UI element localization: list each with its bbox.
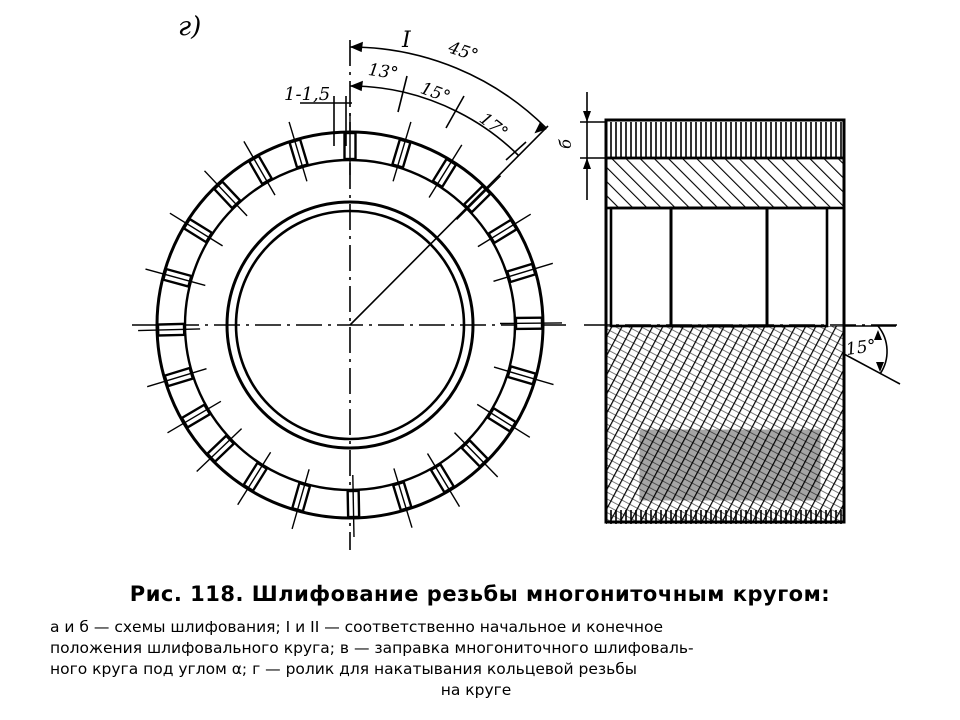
slot-axis-line: [167, 400, 222, 434]
slot-axis-line: [138, 328, 201, 332]
slot-axis-line: [196, 428, 243, 473]
bore-left-wall: [609, 206, 673, 328]
helix-arrow-top: [874, 330, 882, 340]
helix-arrow-bottom: [876, 362, 884, 372]
slot-axis-line: [145, 268, 206, 287]
slot-axis-line: [456, 175, 502, 220]
ring-teeth: [138, 113, 563, 538]
slot-axis-line: [237, 451, 272, 506]
caption-body: а и б — схемы шлифования; I и II — соотв…: [50, 617, 942, 701]
knurled-surface: [606, 326, 844, 522]
slot-axis-line: [146, 368, 207, 388]
pitch-label: 1-1,5: [284, 84, 331, 105]
slot-axis-line: [291, 469, 310, 530]
angle-leader-13: [397, 75, 408, 113]
helix-leader: [843, 353, 901, 385]
slot-axis-line: [426, 453, 461, 507]
caption-line: а и б — схемы шлифования; I и II — соотв…: [50, 618, 663, 636]
angle-a-label: 13°: [366, 60, 400, 85]
variant-label: г): [178, 12, 202, 42]
arrowhead-45: [349, 41, 363, 53]
slot-axis-line: [169, 212, 223, 247]
slot-axis-line: [203, 170, 248, 217]
angle-leader-17: [505, 141, 527, 161]
arrowhead-45-end: [534, 122, 547, 134]
slot-axis-line: [352, 474, 355, 538]
arrowhead-13: [349, 80, 363, 92]
caption-line: ного круга под углом α; г — ролик для на…: [50, 660, 638, 678]
slot-axis-line: [393, 468, 413, 528]
slot-axis-line: [428, 144, 463, 198]
section-view: [580, 92, 901, 524]
section-teeth-bottom: [606, 510, 844, 524]
depth-label: б: [555, 139, 575, 149]
section-hatched-wall: [604, 156, 846, 210]
bore-right-wall: [765, 206, 829, 328]
helix-arc: [877, 325, 888, 375]
position-one-label: I: [402, 28, 411, 53]
slot-axis-line: [288, 121, 308, 182]
slot-axis-line: [493, 366, 554, 386]
slot-axis-line: [453, 432, 499, 478]
slot-axis-line: [392, 121, 412, 182]
caption-line: положения шлифовального круга; в — запра…: [50, 639, 694, 657]
angle-dimensions: [300, 41, 549, 326]
bore-outer-circle: [225, 200, 475, 450]
angle-arc-45: [349, 46, 548, 129]
angle-leader-45: [349, 125, 549, 326]
slot-axis-line: [243, 141, 276, 196]
caption-title: Рис. 118. Шлифование резьбы многониточны…: [129, 582, 831, 606]
caption-line: на круге: [440, 681, 512, 699]
depth-arrow-top: [583, 111, 591, 122]
ring-view: [132, 40, 566, 550]
slot-axis-line: [499, 322, 563, 325]
bore-inner-circle: [234, 209, 466, 441]
section-teeth-top: [606, 122, 844, 158]
bore-groove: [669, 206, 769, 328]
depth-arrow-bottom: [583, 158, 591, 169]
technical-drawing: [132, 40, 901, 550]
slot-axis-line: [493, 262, 554, 282]
helix-angle-label: 15°: [844, 336, 878, 361]
angle-arc-17: [457, 111, 520, 157]
angle-leader-15: [445, 95, 465, 129]
slot-axis-line: [477, 213, 532, 248]
slot-axis-line: [476, 403, 531, 438]
